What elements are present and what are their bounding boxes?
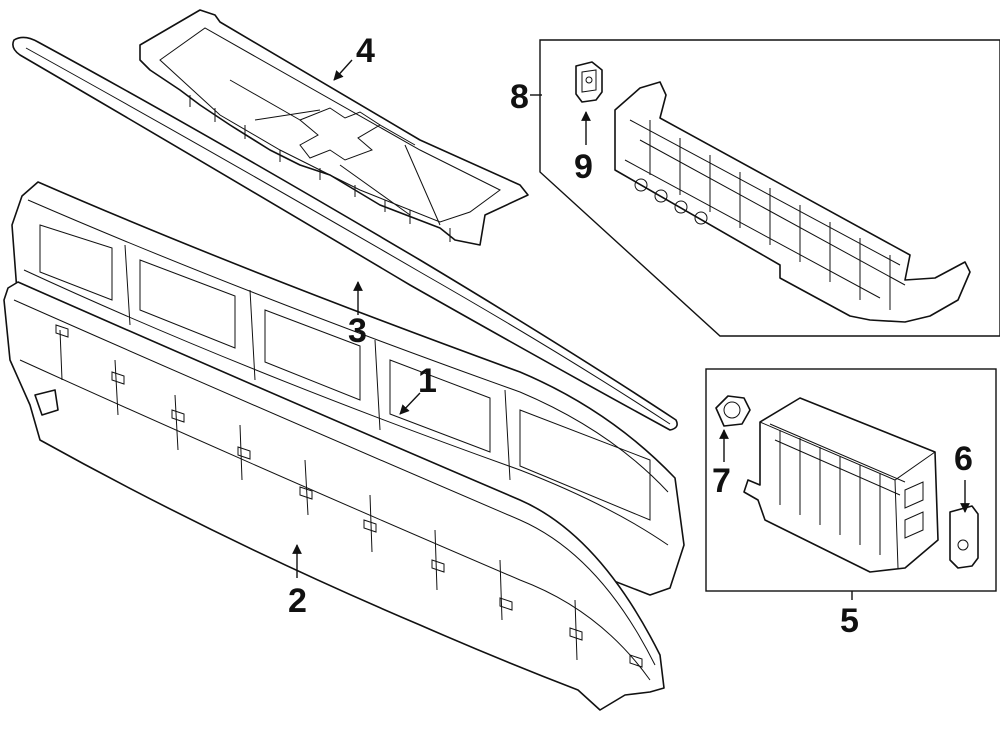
callout-1: 1: [418, 362, 437, 400]
detail-box-8: [539, 39, 1000, 337]
callout-2: 2: [288, 582, 307, 620]
detail-box-5: [705, 368, 997, 592]
part-3-strip: [12, 36, 678, 431]
part-8-absorber: [614, 81, 971, 323]
part-6-clip: [949, 505, 979, 569]
callout-labels: 4 3 1 2 8 9 7 6 5: [288, 32, 973, 640]
part-2-grille: [3, 281, 665, 711]
part-5-absorber: [743, 397, 939, 573]
part-7-clip: [715, 395, 751, 427]
grille-2-tabs: [55, 324, 643, 668]
callout-3: 3: [348, 312, 367, 350]
leader-4: [333, 59, 353, 81]
callout-7: 7: [712, 462, 731, 500]
leader-lines: [292, 59, 970, 600]
part-4-panel: [139, 9, 529, 246]
panel-4-clips: [189, 95, 451, 242]
callout-6: 6: [954, 440, 973, 478]
callout-5: 5: [840, 602, 859, 640]
callout-8: 8: [510, 78, 529, 116]
callout-4: 4: [356, 32, 375, 70]
callout-9: 9: [574, 148, 593, 186]
leader-1: [399, 392, 421, 415]
part-9-clip: [575, 61, 603, 103]
